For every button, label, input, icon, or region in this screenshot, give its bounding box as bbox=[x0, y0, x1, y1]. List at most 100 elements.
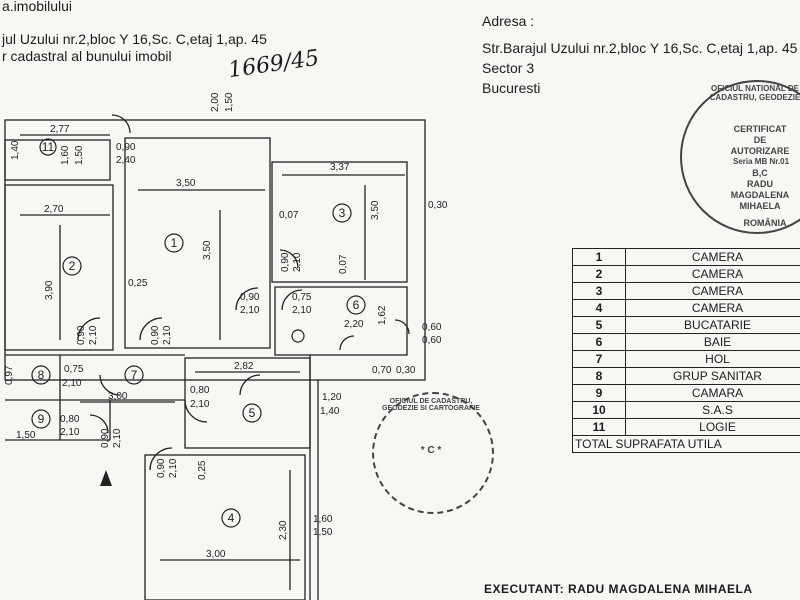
room-table-number: 9 bbox=[572, 384, 626, 402]
stamp-serie: Seria MB Nr.01 bbox=[732, 157, 790, 166]
dimension-label: 0,07 bbox=[279, 210, 299, 221]
stamp-autorizare: AUTORIZARE bbox=[730, 146, 790, 156]
dimension-label: 2,10 bbox=[88, 325, 99, 345]
dimension-label: 0,70 bbox=[372, 365, 392, 376]
dimension-label: 2,82 bbox=[234, 361, 254, 372]
dimension-label: 0,60 bbox=[422, 322, 442, 333]
dimension-label: 0,25 bbox=[197, 460, 208, 480]
dimension-label: 1,60 bbox=[60, 145, 71, 165]
room-table-number: 8 bbox=[572, 367, 626, 385]
dimension-label: 0,80 bbox=[190, 385, 210, 396]
dimension-label: 3,50 bbox=[370, 200, 381, 220]
dimension-label: 1,50 bbox=[16, 430, 36, 441]
dimension-label: 0,90 bbox=[280, 252, 291, 272]
room-number: 7 bbox=[131, 368, 138, 382]
stamp-de: DE bbox=[753, 135, 767, 145]
dimension-label: 2,10 bbox=[162, 325, 173, 345]
room-number: 3 bbox=[339, 206, 346, 220]
dimension-label: 2,10 bbox=[168, 458, 179, 478]
official-stamp-center bbox=[372, 392, 494, 514]
room-table-number: 4 bbox=[572, 299, 626, 317]
dimension-label: 0,90 bbox=[116, 142, 136, 153]
room-table-number: 1 bbox=[572, 248, 626, 266]
dimension-label: 2,10 bbox=[60, 427, 80, 438]
stamp-center-ring-text: OFICIUL DE CADASTRU, GEODEZIE SI CARTOGR… bbox=[382, 398, 480, 412]
address-street: Str.Barajul Uzului nr.2,bloc Y 16,Sc. C,… bbox=[482, 40, 798, 56]
room-table-name: GRUP SANITAR bbox=[625, 367, 800, 385]
room-table-name: BAIE bbox=[625, 333, 800, 351]
room-number: 6 bbox=[353, 298, 360, 312]
dimension-label: 0,30 bbox=[428, 200, 448, 211]
dimension-label: 2,20 bbox=[344, 319, 364, 330]
stamp-radu: RADU bbox=[747, 179, 773, 189]
dimension-label: 1,40 bbox=[10, 140, 21, 160]
header-left-line1: a.imobilului bbox=[2, 0, 73, 14]
dimension-label: 2,10 bbox=[240, 305, 260, 316]
dimension-label: 3,00 bbox=[206, 549, 226, 560]
dimension-label: 1,50 bbox=[313, 527, 333, 538]
stamp-center-mark: * C * bbox=[420, 445, 442, 456]
dimension-label: 0,75 bbox=[64, 364, 84, 375]
dimension-label: 1,62 bbox=[377, 305, 388, 325]
dimension-label: 0,80 bbox=[60, 414, 80, 425]
dimension-label: 0,90 bbox=[150, 325, 161, 345]
dimension-label: 0,97 bbox=[4, 365, 15, 385]
room-table-name: S.A.S bbox=[625, 401, 800, 419]
room-table-name: HOL bbox=[625, 350, 800, 368]
room-number: 5 bbox=[249, 406, 256, 420]
dimension-label: 0,90 bbox=[156, 458, 167, 478]
stamp-magdalena: MAGDALENA bbox=[730, 190, 790, 200]
room-table-number: 2 bbox=[572, 265, 626, 283]
room-number: 4 bbox=[228, 511, 235, 525]
dimension-label: 1,50 bbox=[224, 92, 235, 112]
dimension-label: 2,30 bbox=[278, 520, 289, 540]
dimension-label: 3,00 bbox=[108, 391, 128, 402]
room-number: 11 bbox=[42, 140, 55, 154]
room-number: 8 bbox=[38, 368, 45, 382]
room-table-number: 10 bbox=[572, 401, 626, 419]
dimension-label: 0,25 bbox=[128, 278, 148, 289]
stamp-certificat: CERTIFICAT bbox=[733, 124, 787, 134]
stamp-bc: B,C bbox=[752, 168, 768, 178]
dimension-label: 0,75 bbox=[292, 292, 312, 303]
room-number: 1 bbox=[171, 236, 178, 250]
executant-line: EXECUTANT: RADU MAGDALENA MIHAELA bbox=[484, 582, 753, 596]
room-table-number: 5 bbox=[572, 316, 626, 334]
stamp-romania: ROMÂNIA bbox=[743, 218, 787, 228]
dimension-label: 2,10 bbox=[292, 252, 303, 272]
dimension-label: 1,60 bbox=[313, 514, 333, 525]
dimension-label: 1,20 bbox=[322, 392, 342, 403]
dimension-label: 0,30 bbox=[396, 365, 416, 376]
room-table-name: LOGIE bbox=[625, 418, 800, 436]
dimension-label: 2,10 bbox=[292, 305, 312, 316]
room-table-name: BUCATARIE bbox=[625, 316, 800, 334]
room-table-total-row: TOTAL SUPRAFATA UTILA bbox=[572, 435, 800, 453]
dimension-label: 3,50 bbox=[176, 178, 196, 189]
dimension-label: 2,77 bbox=[50, 124, 70, 135]
dimension-label: 2,10 bbox=[190, 399, 210, 410]
dimension-label: 0,60 bbox=[422, 335, 442, 346]
address-sector: Sector 3 bbox=[482, 60, 535, 76]
dimension-label: 2,10 bbox=[112, 428, 123, 448]
room-table-name: CAMERA bbox=[625, 265, 800, 283]
dimension-label: 2,70 bbox=[44, 204, 64, 215]
room-number: 2 bbox=[69, 259, 76, 273]
stamp-ring-text: OFICIUL NATIONAL DE CADASTRU, GEODEZIE bbox=[709, 84, 800, 102]
dimension-label: 2,00 bbox=[210, 92, 221, 112]
room-table-number: 3 bbox=[572, 282, 626, 300]
room-table-name: CAMERA bbox=[625, 248, 800, 266]
room-table-number: 7 bbox=[572, 350, 626, 368]
address-label: Adresa : bbox=[482, 13, 535, 29]
dimension-label: 1,50 bbox=[74, 145, 85, 165]
